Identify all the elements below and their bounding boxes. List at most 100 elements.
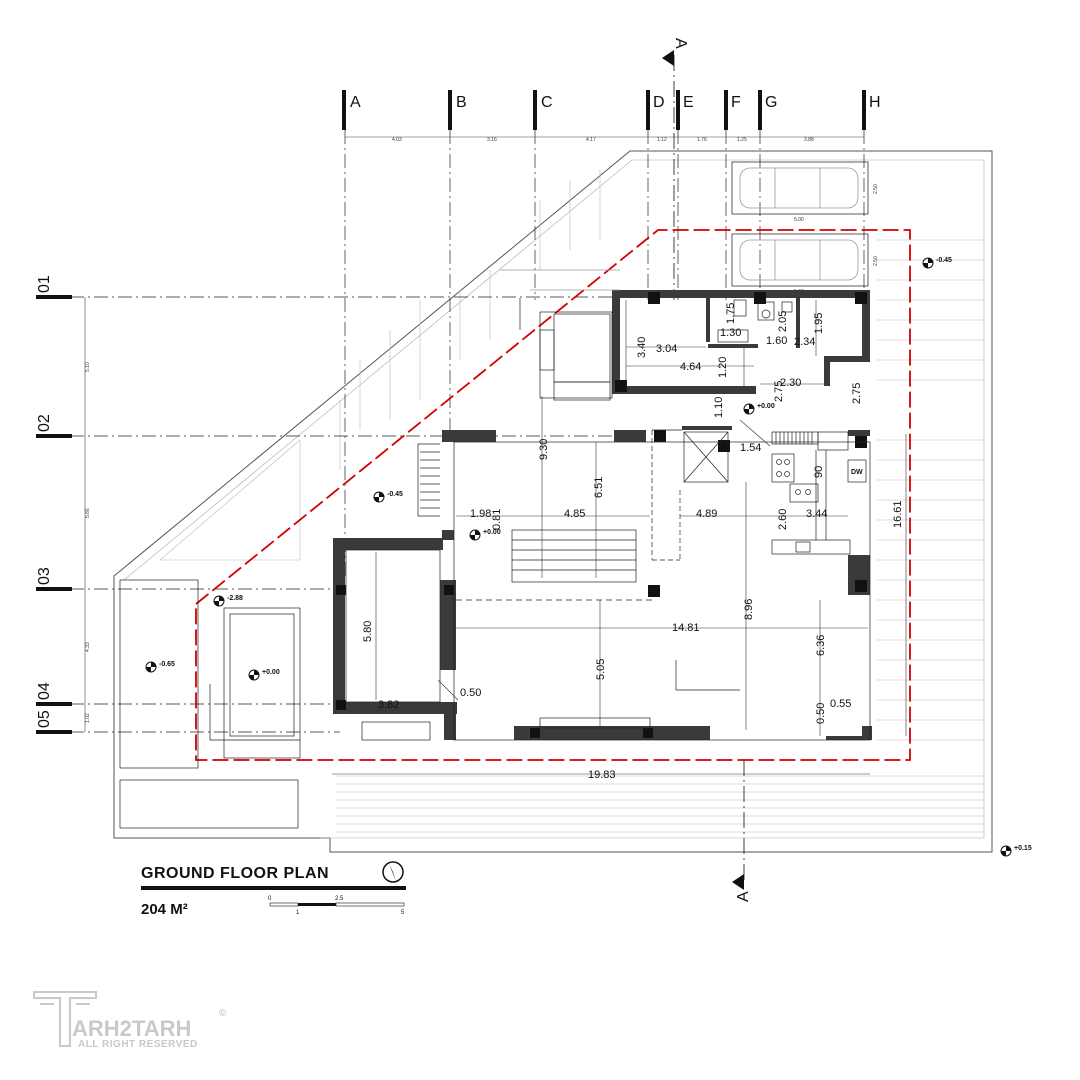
watermark-brand: ARH2TARH bbox=[72, 1016, 191, 1041]
dim-5-80: 5.80 bbox=[362, 621, 374, 642]
watermark-t-icon bbox=[33, 991, 97, 1047]
scale-tick-1: 1 bbox=[296, 910, 300, 916]
section-label-top: A bbox=[672, 38, 689, 49]
plan-area: 204 M² bbox=[141, 901, 188, 918]
dim-5-05: 5.05 bbox=[595, 659, 607, 680]
landscape-strip bbox=[159, 170, 601, 561]
dishwasher-label: DW bbox=[851, 469, 863, 476]
watermark-rights: ALL RIGHT RESERVED bbox=[78, 1039, 198, 1050]
dim-1-54: 1.54 bbox=[740, 442, 761, 454]
dim-2-60: 2.60 bbox=[777, 509, 789, 530]
dim-3-40: 3.40 bbox=[636, 337, 648, 358]
watermark-logo: ARH2TARH ALL RIGHT RESERVED © bbox=[33, 991, 227, 1050]
grid-markers-top bbox=[342, 90, 866, 130]
dim-4-85: 4.85 bbox=[564, 508, 585, 520]
title-underline bbox=[141, 886, 406, 890]
grid-dim-top-7: 3.88 bbox=[804, 137, 814, 143]
grid-dim-top-5: 1.76 bbox=[697, 137, 707, 143]
garage-width-1: 5.00 bbox=[794, 217, 804, 223]
dim-90: 90 bbox=[813, 466, 825, 478]
grid-label-04: 04 bbox=[36, 682, 53, 700]
level-marker: -0.45 bbox=[922, 257, 952, 269]
section-label-bottom: A bbox=[735, 891, 752, 902]
dim-16-61: 16.61 bbox=[892, 500, 904, 528]
grid-label-05: 05 bbox=[36, 710, 53, 728]
grid-label-g: G bbox=[765, 94, 777, 111]
level-marker: +0.15 bbox=[1000, 845, 1032, 857]
level-marker: -0.45 bbox=[373, 491, 403, 503]
dim-1-95: 1.95 bbox=[813, 313, 825, 334]
grid-dim-left-3: 4.33 bbox=[85, 642, 91, 652]
deck-hatch-right bbox=[876, 239, 984, 741]
level-marker: -0.65 bbox=[145, 661, 175, 673]
dim-1-60: 1.60 bbox=[766, 335, 787, 347]
grid-label-f: F bbox=[731, 94, 741, 111]
dim-0-55: 0.55 bbox=[830, 698, 851, 710]
dim-3-44: 3.44 bbox=[806, 508, 827, 520]
grid-label-b: B bbox=[456, 94, 467, 111]
grid-label-01: 01 bbox=[36, 275, 53, 293]
site-outline bbox=[113, 150, 993, 853]
level-label: -0.45 bbox=[936, 257, 952, 264]
level-marker: +0.00 bbox=[248, 669, 280, 681]
grid-lines bbox=[70, 130, 865, 733]
dim-4-64: 4.64 bbox=[680, 361, 701, 373]
grid-labels-left: 01 02 03 04 05 bbox=[36, 275, 53, 728]
dim-1-75: 1.75 bbox=[725, 303, 737, 324]
grid-dim-left-4: 1.02 bbox=[85, 713, 91, 723]
grid-labels-top: A B C D E F G H bbox=[350, 94, 881, 111]
dim-6-36: 6.36 bbox=[815, 635, 827, 656]
grid-label-d: D bbox=[653, 94, 665, 111]
dim-0-81: 0.81 bbox=[491, 509, 503, 530]
grid-label-a: A bbox=[350, 94, 361, 111]
level-label: +0.00 bbox=[262, 669, 280, 676]
section-markers bbox=[662, 50, 744, 890]
property-boundary bbox=[195, 229, 911, 761]
dim-4-89: 4.89 bbox=[696, 508, 717, 520]
dim-1-30: 1.30 bbox=[720, 327, 741, 339]
level-marker: +0.00 bbox=[469, 529, 501, 541]
dim-2-34: 2.34 bbox=[794, 336, 815, 348]
dim-0-50-a: 0.50 bbox=[460, 687, 481, 699]
grid-dim-top-1: 4.03 bbox=[392, 137, 402, 143]
dim-1-10: 1.10 bbox=[713, 397, 725, 418]
watermark-copyright: © bbox=[219, 1008, 227, 1019]
north-arrow-icon bbox=[382, 861, 404, 883]
scale-tick-5: 5 bbox=[401, 910, 405, 916]
grid-dim-top-2: 3.16 bbox=[487, 137, 497, 143]
level-label: -0.45 bbox=[387, 491, 403, 498]
scale-tick-0: 0 bbox=[268, 896, 272, 902]
garage-depth-2: 2.50 bbox=[873, 256, 879, 266]
grid-markers-left bbox=[36, 295, 72, 734]
dim-2-30: 2.30 bbox=[780, 377, 801, 389]
title-block: GROUND FLOOR PLAN 204 M² 0 1 2.5 5 bbox=[141, 861, 406, 918]
plan-title: GROUND FLOOR PLAN bbox=[141, 865, 329, 882]
columns bbox=[336, 292, 867, 738]
grid-dim-top-4: 1.12 bbox=[657, 137, 667, 143]
level-markers: -0.45 +0.00 -0.45 +0.00 -2.88 -0.65 bbox=[145, 257, 1032, 857]
dim-2-05: 2.05 bbox=[777, 311, 789, 332]
scale-tick-2-5: 2.5 bbox=[335, 896, 344, 902]
dim-2-75-a: 2.75 bbox=[773, 381, 785, 402]
kitchen-fixtures bbox=[717, 299, 867, 555]
dim-1-98: 1.98 bbox=[470, 508, 491, 520]
dim-14-81: 14.81 bbox=[672, 622, 700, 634]
level-label: +0.15 bbox=[1014, 845, 1032, 852]
interior-lines bbox=[119, 269, 871, 829]
grid-dim-top-6: 1.25 bbox=[737, 137, 747, 143]
grid-dim-chain-left: 5.10 5.66 4.33 1.02 bbox=[84, 297, 91, 732]
grid-dim-left-2: 5.66 bbox=[85, 508, 91, 518]
deck-hatch-bottom bbox=[336, 775, 984, 833]
dim-3-82: 3.82 bbox=[378, 699, 399, 711]
dim-6-51: 6.51 bbox=[593, 477, 605, 498]
scale-bar: 0 1 2.5 5 bbox=[268, 896, 405, 916]
dim-8-96: 8.96 bbox=[743, 599, 755, 620]
grid-label-e: E bbox=[683, 94, 694, 111]
grid-dim-chain-top: 4.03 3.16 4.17 1.12 1.76 1.25 3.88 bbox=[345, 136, 864, 143]
level-marker: +0.00 bbox=[743, 403, 775, 415]
dim-19-83: 19.83 bbox=[588, 769, 616, 781]
level-label: -2.88 bbox=[227, 595, 243, 602]
dim-1-20: 1.20 bbox=[717, 357, 729, 378]
level-label: +0.00 bbox=[757, 403, 775, 410]
